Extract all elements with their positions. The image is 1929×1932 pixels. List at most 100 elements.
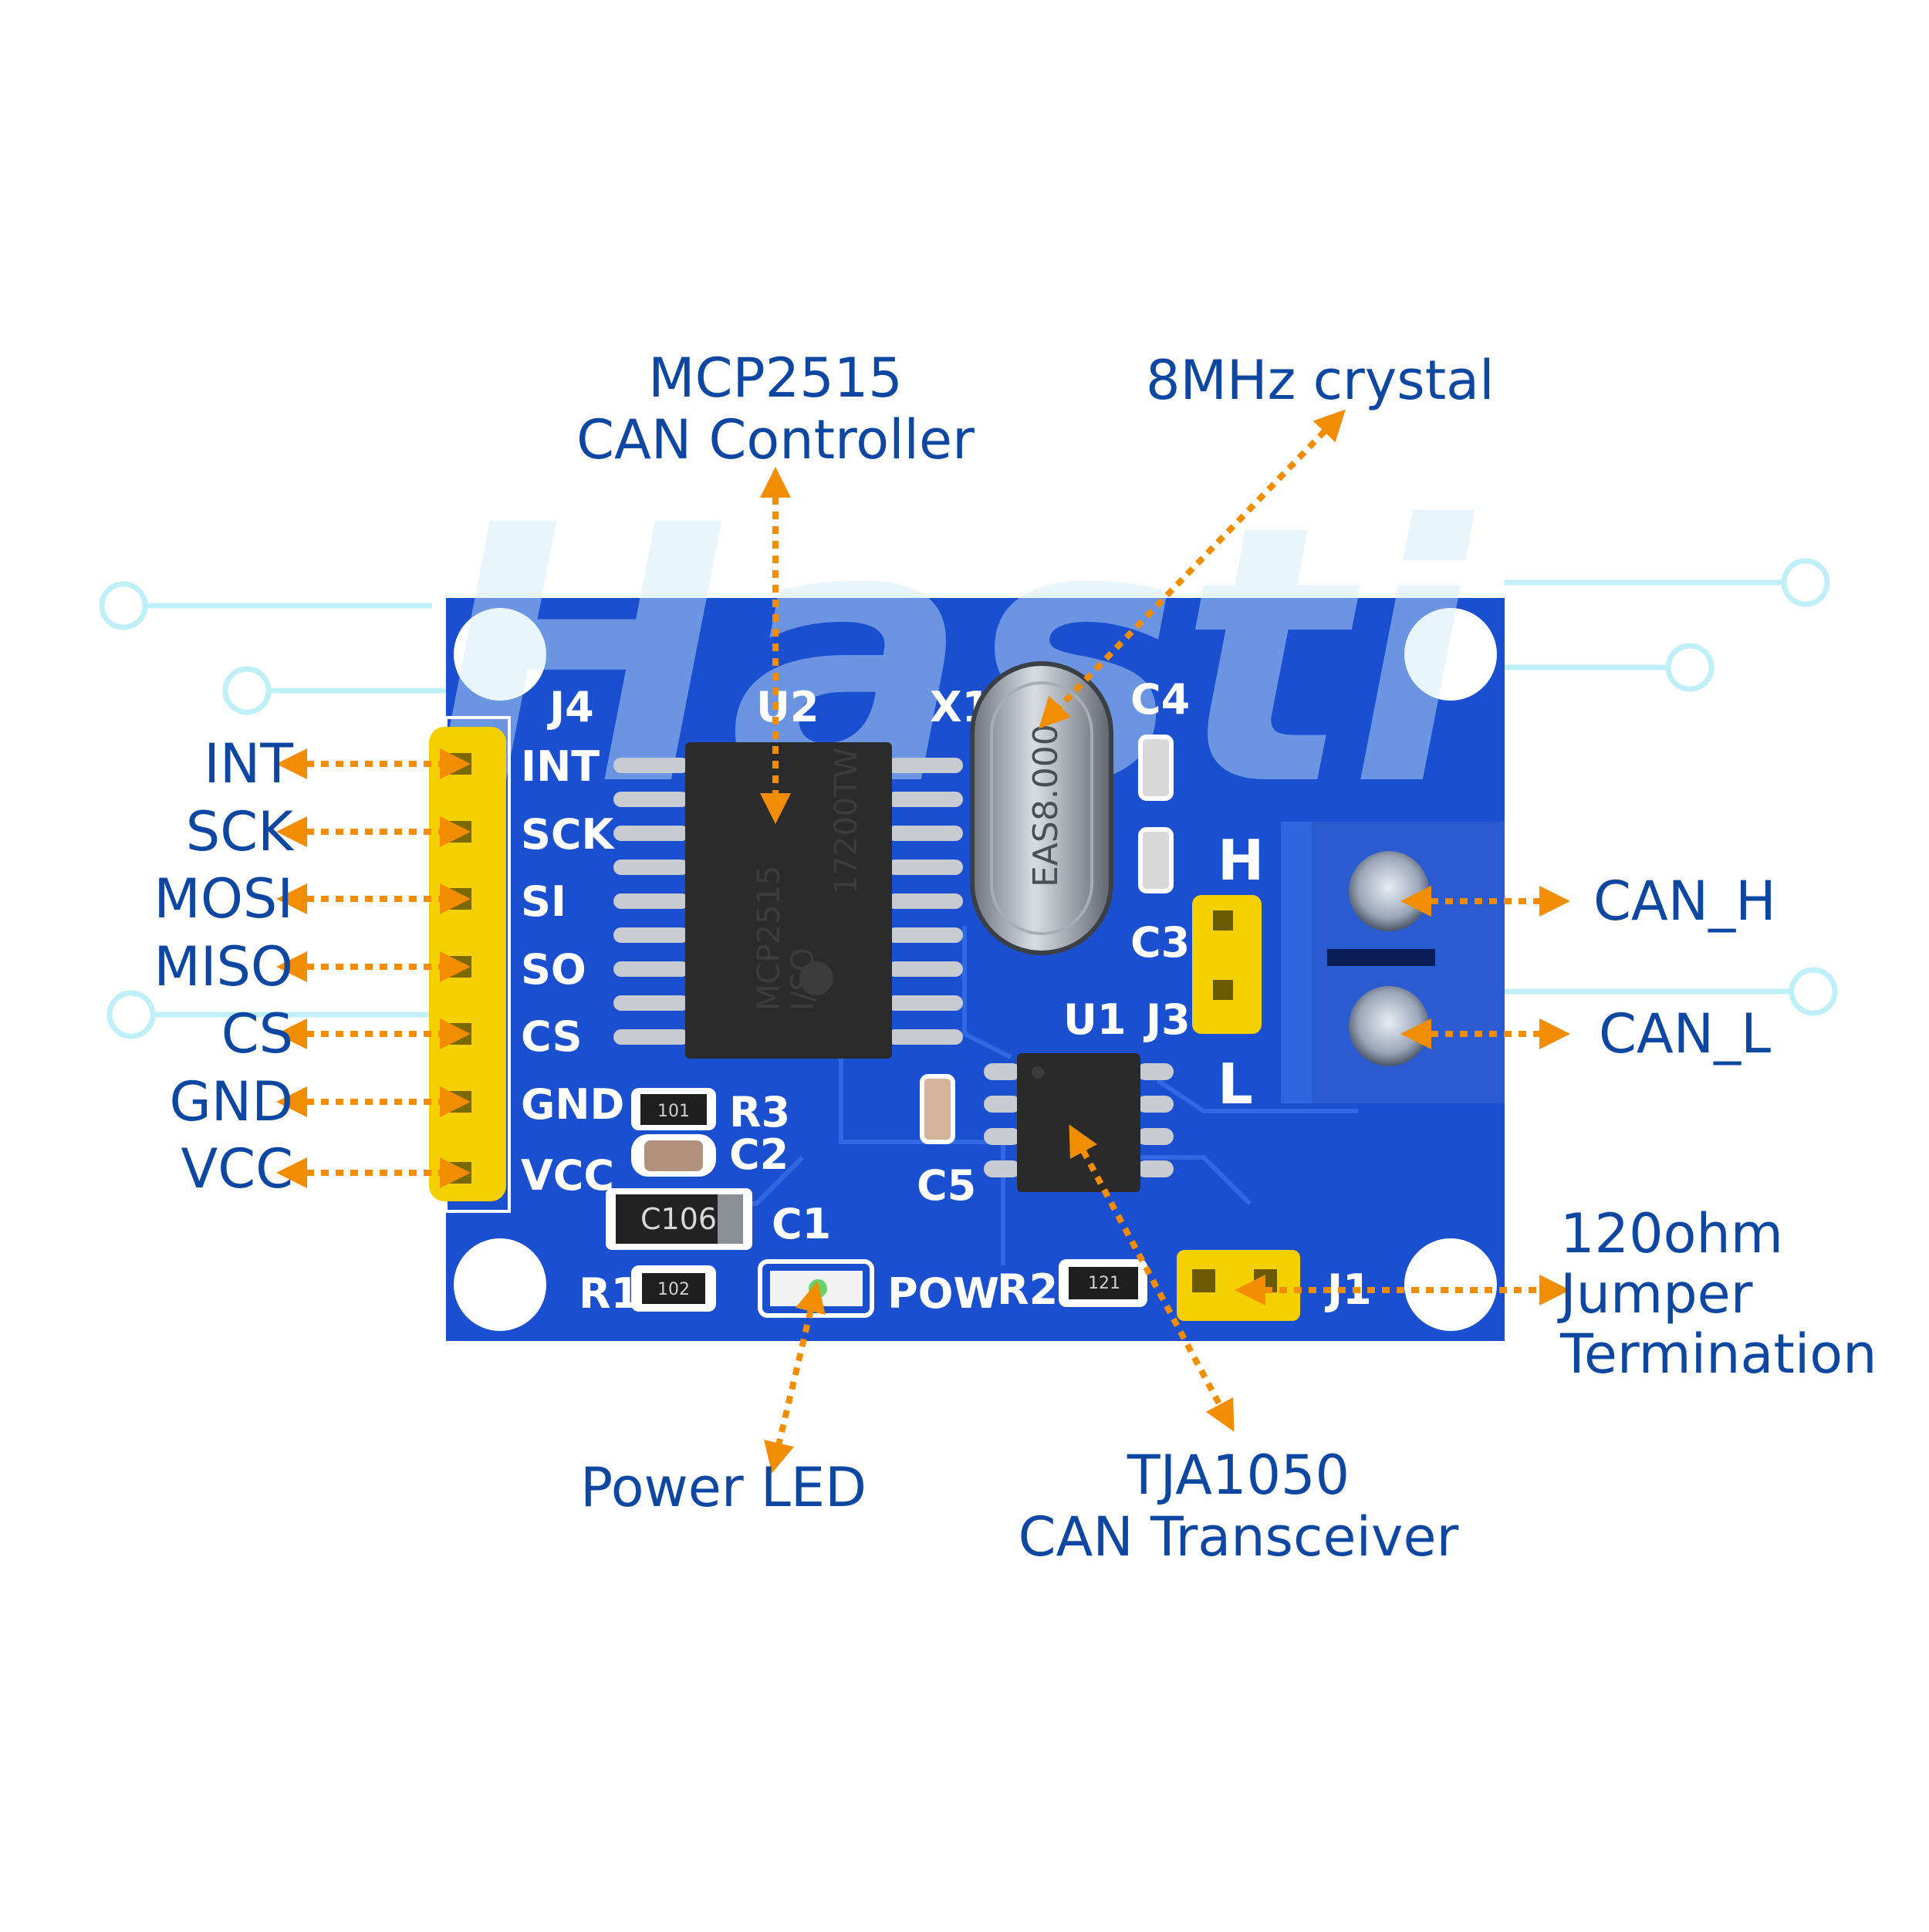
callout-tja1050: TJA1050 CAN Transceiver xyxy=(988,1444,1489,1568)
chip-pin xyxy=(887,1029,963,1045)
silk-c1: C1 xyxy=(772,1200,831,1248)
chip-pin xyxy=(1137,1096,1174,1113)
arrow-crystal xyxy=(1039,409,1346,729)
chip-pin xyxy=(887,961,963,977)
callout-can-h: CAN_H xyxy=(1593,870,1776,933)
jumper-j3 xyxy=(1192,895,1262,1034)
callout-tja1050-line2: CAN Transceiver xyxy=(1018,1505,1459,1569)
chip-pin xyxy=(1137,1128,1174,1145)
callout-power-led: Power LED xyxy=(580,1456,867,1519)
callout-mcp2515-line2: CAN Controller xyxy=(576,408,975,471)
silk-pin-int: INT xyxy=(521,742,600,791)
callout-mcp2515: MCP2515 CAN Controller xyxy=(540,347,1011,471)
chip-pin xyxy=(984,1128,1021,1145)
resistor-r3: 101 xyxy=(631,1088,716,1130)
chip-pin xyxy=(984,1160,1021,1177)
chip-pin xyxy=(887,758,963,773)
chip-pin xyxy=(887,792,963,807)
silk-pin-sck: SCK xyxy=(521,810,616,859)
chip-pin xyxy=(887,860,963,875)
chip-marking-part: MCP2515 xyxy=(752,866,787,1011)
mounting-hole xyxy=(1404,608,1497,701)
chip-pin xyxy=(887,893,963,909)
silk-c3: C3 xyxy=(1130,918,1190,967)
arrow-power-led xyxy=(764,1281,826,1474)
chip-pin xyxy=(613,860,689,875)
capacitors-c4-c3 xyxy=(1138,735,1174,893)
jumper-j1 xyxy=(1177,1250,1300,1321)
silk-r3: R3 xyxy=(729,1088,790,1137)
callout-crystal: 8MHz crystal xyxy=(1146,349,1495,412)
chip-pin xyxy=(887,927,963,943)
background-trace-decoration xyxy=(99,558,1838,1039)
silk-c4: C4 xyxy=(1130,675,1190,724)
pin-label-miso: MISO xyxy=(154,935,293,998)
silk-j4: J4 xyxy=(546,683,594,731)
pin-label-sck: SCK xyxy=(185,800,293,863)
pin-label-int: INT xyxy=(204,732,293,795)
chip-pin xyxy=(613,961,689,977)
terminal-block xyxy=(1281,822,1505,1103)
chip-pin xyxy=(613,826,689,841)
mounting-hole xyxy=(454,608,546,701)
pin-label-gnd: GND xyxy=(169,1070,293,1133)
chip-pin xyxy=(984,1063,1021,1080)
callout-jumper-line2: Jumper xyxy=(1560,1262,1753,1326)
screw-can-l xyxy=(1349,986,1429,1066)
chip-pin xyxy=(613,927,689,943)
silk-pin-so: SO xyxy=(521,945,586,994)
silk-r2: R2 xyxy=(997,1265,1058,1314)
crystal-x1: EAS8.000 xyxy=(970,661,1113,955)
chip-pin xyxy=(613,792,689,807)
silk-pin-vcc: VCC xyxy=(521,1151,614,1200)
capacitor-c1: C106 xyxy=(606,1188,752,1250)
resistor-r3-code: 101 xyxy=(657,1102,690,1121)
resistor-r1: 102 xyxy=(631,1265,716,1312)
silk-j3: J3 xyxy=(1143,995,1191,1044)
callout-tja1050-line1: TJA1050 xyxy=(1127,1444,1350,1507)
silk-pow: POW xyxy=(887,1269,999,1318)
mounting-hole xyxy=(1404,1238,1497,1331)
chip-pin xyxy=(984,1096,1021,1113)
resistor-r2-code: 121 xyxy=(1088,1274,1120,1293)
silk-u2: U2 xyxy=(756,683,819,731)
silk-h: H xyxy=(1218,828,1264,893)
silk-pin-cs: CS xyxy=(521,1012,583,1061)
capacitor-c5 xyxy=(920,1074,955,1144)
resistor-r2: 121 xyxy=(1059,1259,1147,1307)
pin-label-vcc: VCC xyxy=(181,1137,293,1201)
chip-pin xyxy=(887,995,963,1011)
screw-can-h xyxy=(1349,851,1429,931)
arrow-tja1050 xyxy=(1069,1124,1235,1432)
callout-jumper-line3: Termination xyxy=(1560,1322,1877,1386)
capacitor-c2 xyxy=(631,1134,716,1177)
capacitor-c4 xyxy=(1138,735,1174,801)
callout-mcp2515-line1: MCP2515 xyxy=(648,346,903,410)
crystal-marking: EAS8.000 xyxy=(1026,724,1066,887)
callout-jumper-termination: 120ohm Jumper Termination xyxy=(1560,1204,1877,1384)
mcp2515-chip: MCP2515 I/SO 17200TW xyxy=(613,742,963,1059)
chip-pin xyxy=(613,758,689,773)
silk-pin-si: SI xyxy=(521,877,566,926)
capacitor-c3 xyxy=(1138,827,1174,893)
silk-j1: J1 xyxy=(1324,1265,1372,1314)
chip-pin xyxy=(1137,1160,1174,1177)
chip-pin xyxy=(613,893,689,909)
chip-pin xyxy=(613,1029,689,1045)
silk-c2: C2 xyxy=(729,1130,789,1179)
callout-arrows xyxy=(276,409,1570,1474)
chip-pin xyxy=(887,826,963,841)
silk-l: L xyxy=(1218,1052,1253,1116)
resistor-r1-code: 102 xyxy=(657,1280,690,1299)
silk-c5: C5 xyxy=(917,1161,976,1210)
chip-marking-lot: 17200TW xyxy=(829,748,864,895)
silk-r1: R1 xyxy=(579,1269,640,1318)
chip-pin xyxy=(613,995,689,1011)
microchip-logo-icon xyxy=(799,961,833,995)
chip-pin xyxy=(1137,1063,1174,1080)
callout-jumper-line1: 120ohm xyxy=(1560,1202,1783,1265)
pin-label-cs: CS xyxy=(221,1002,293,1066)
capacitor-c1-code: C106 xyxy=(640,1202,717,1236)
